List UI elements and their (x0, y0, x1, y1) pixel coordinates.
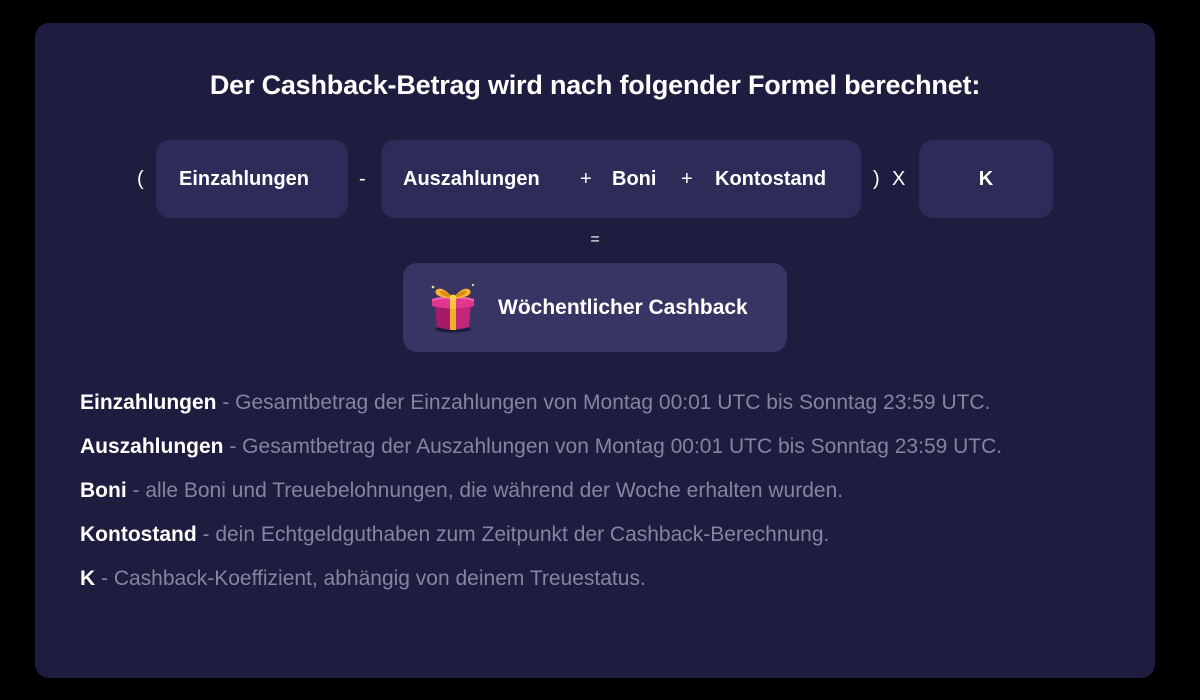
plus-operator-2: + (681, 168, 693, 190)
definition-withdrawals: Auszahlungen - Gesamtbetrag der Auszahlu… (80, 430, 1090, 464)
balance-term: Kontostand (715, 168, 827, 190)
definition-deposits: Einzahlungen - Gesamtbetrag der Einzahlu… (80, 386, 1090, 420)
k-pill: K (919, 140, 1053, 218)
definition-term: Einzahlungen (80, 391, 217, 414)
definition-text: - Cashback-Koeffizient, abhängig von dei… (95, 567, 646, 590)
definition-term: K (80, 567, 96, 590)
definition-bonuses: Boni - alle Boni und Treuebelohnungen, d… (80, 474, 1090, 508)
equals-sign: = (590, 231, 600, 248)
definition-text: - Gesamtbetrag der Auszahlungen von Mont… (223, 435, 1003, 458)
page-title: Der Cashback-Betrag wird nach folgender … (209, 70, 981, 100)
bonuses-term: Boni (612, 168, 657, 190)
definition-text: - dein Echtgeldguthaben zum Zeitpunkt de… (196, 523, 830, 546)
weekly-cashback-result: Wöchentlicher Cashback (403, 263, 787, 352)
cashback-formula-card: Der Cashback-Betrag wird nach folgender … (35, 23, 1155, 678)
definitions-list: Einzahlungen - Gesamtbetrag der Einzahlu… (80, 386, 1090, 606)
definition-term: Kontostand (80, 523, 197, 546)
definition-term: Boni (80, 479, 127, 502)
withdrawals-term: Auszahlungen (403, 168, 540, 190)
open-paren: ( (137, 168, 144, 190)
definition-term: Auszahlungen (80, 435, 224, 458)
definition-text: - alle Boni und Treuebelohnungen, die wä… (126, 479, 844, 502)
gift-box-icon (431, 283, 475, 333)
definition-text: - Gesamtbetrag der Einzahlungen von Mont… (216, 391, 991, 414)
deposits-term: Einzahlungen (179, 168, 309, 190)
deposits-pill: Einzahlungen (156, 140, 348, 218)
formula-row: ( Einzahlungen - Auszahlungen + Boni + K… (35, 140, 1155, 218)
plus-operator-1: + (580, 168, 592, 190)
k-term: K (978, 168, 994, 190)
definition-balance: Kontostand - dein Echtgeldguthaben zum Z… (80, 518, 1090, 552)
definition-k: K - Cashback-Koeffizient, abhängig von d… (80, 562, 1090, 596)
close-paren: ) (873, 168, 880, 190)
withdrawals-bonus-balance-pill: Auszahlungen + Boni + Kontostand (381, 140, 861, 218)
weekly-cashback-label: Wöchentlicher Cashback (498, 296, 748, 319)
times-operator: X (892, 168, 906, 190)
minus-operator: - (359, 168, 366, 190)
